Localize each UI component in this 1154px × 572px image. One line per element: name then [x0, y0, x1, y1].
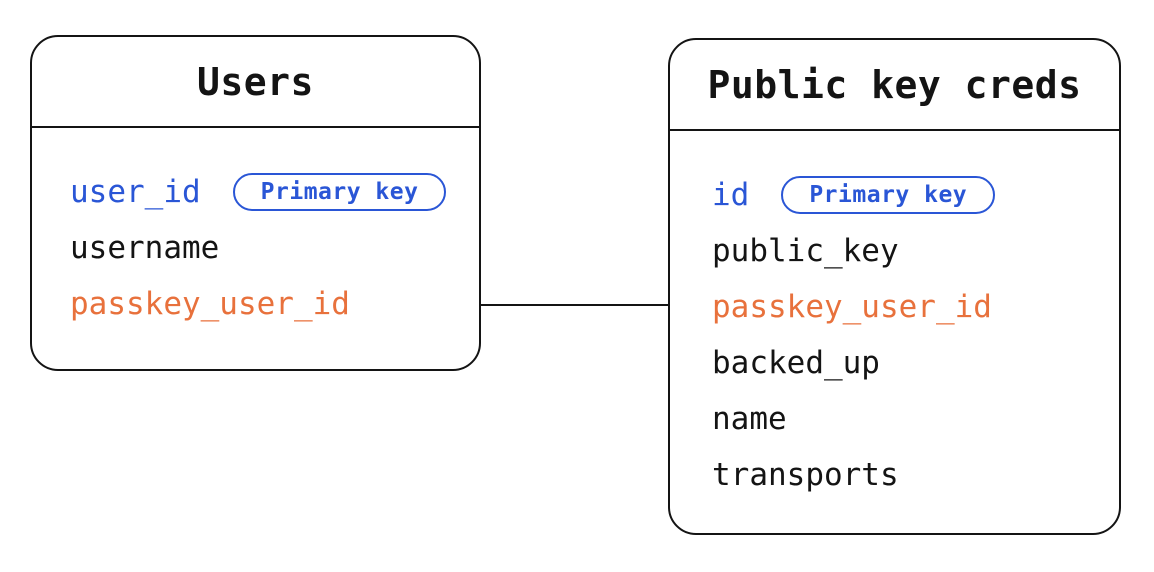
field-name: user_id — [70, 173, 201, 210]
field-name: username — [70, 229, 220, 266]
field-row-public_key: public_key — [712, 223, 1103, 279]
table-public-key-creds-header: Public key creds — [670, 40, 1119, 131]
table-users: Users user_id Primary key username passkey_… — [30, 35, 481, 371]
primary-key-badge: Primary key — [232, 173, 447, 211]
field-row-id: id Primary key — [712, 167, 1103, 223]
field-row-passkey_user_id: passkey_user_id — [70, 276, 463, 332]
table-users-header: Users — [32, 37, 479, 128]
table-title: Users — [197, 59, 314, 104]
field-row-user_id: user_id Primary key — [70, 164, 463, 220]
field-name: public_key — [712, 232, 899, 269]
relationship-connector — [481, 304, 668, 306]
field-name: name — [712, 400, 787, 437]
field-name: passkey_user_id — [712, 288, 992, 325]
field-row-name: name — [712, 391, 1103, 447]
field-row-backed_up: backed_up — [712, 335, 1103, 391]
table-title: Public key creds — [707, 62, 1082, 107]
field-row-transports: transports — [712, 447, 1103, 503]
field-row-passkey_user_id: passkey_user_id — [712, 279, 1103, 335]
field-row-username: username — [70, 220, 463, 276]
field-name: passkey_user_id — [70, 285, 350, 322]
field-name: transports — [712, 456, 899, 493]
primary-key-badge: Primary key — [781, 176, 996, 214]
table-users-fields: user_id Primary key username passkey_user_i… — [32, 128, 479, 332]
table-public-key-creds: Public key creds id Primary key public_key… — [668, 38, 1121, 535]
field-name: backed_up — [712, 344, 880, 381]
field-name: id — [712, 176, 750, 213]
